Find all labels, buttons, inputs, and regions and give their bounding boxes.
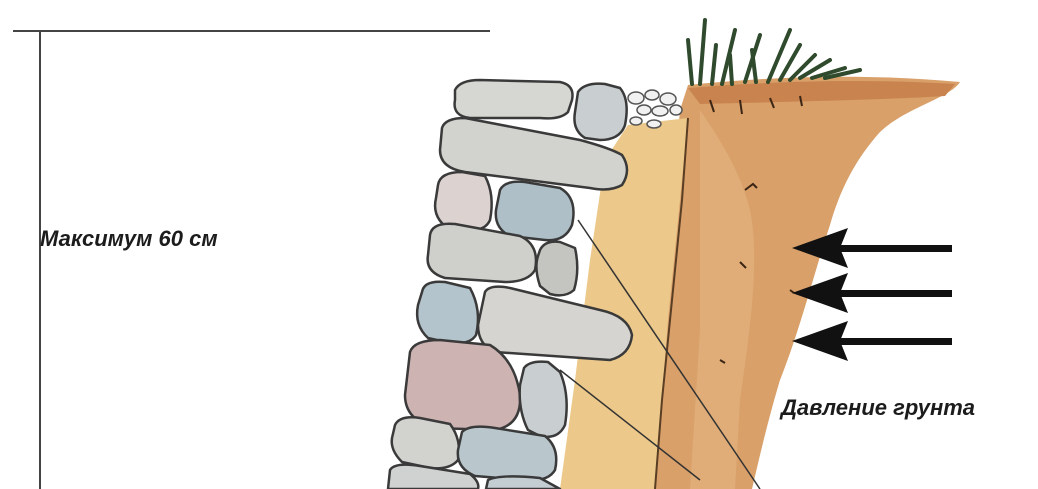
stone [455,80,573,118]
stone [574,84,626,140]
grass-tuft [688,20,860,84]
max-height-label: Максимум 60 см [40,226,218,252]
stone [392,417,459,468]
stone [417,282,478,344]
pressure-arrow [792,273,952,313]
pressure-arrow [792,321,952,361]
stone [520,362,567,437]
pressure-arrows [792,228,952,361]
stone [496,182,574,241]
stone [458,427,556,481]
stone [536,242,577,296]
soil-layer [640,77,960,489]
stone [435,172,492,230]
stone [486,476,560,489]
soil-pressure-label: Давление грунта [781,395,975,421]
